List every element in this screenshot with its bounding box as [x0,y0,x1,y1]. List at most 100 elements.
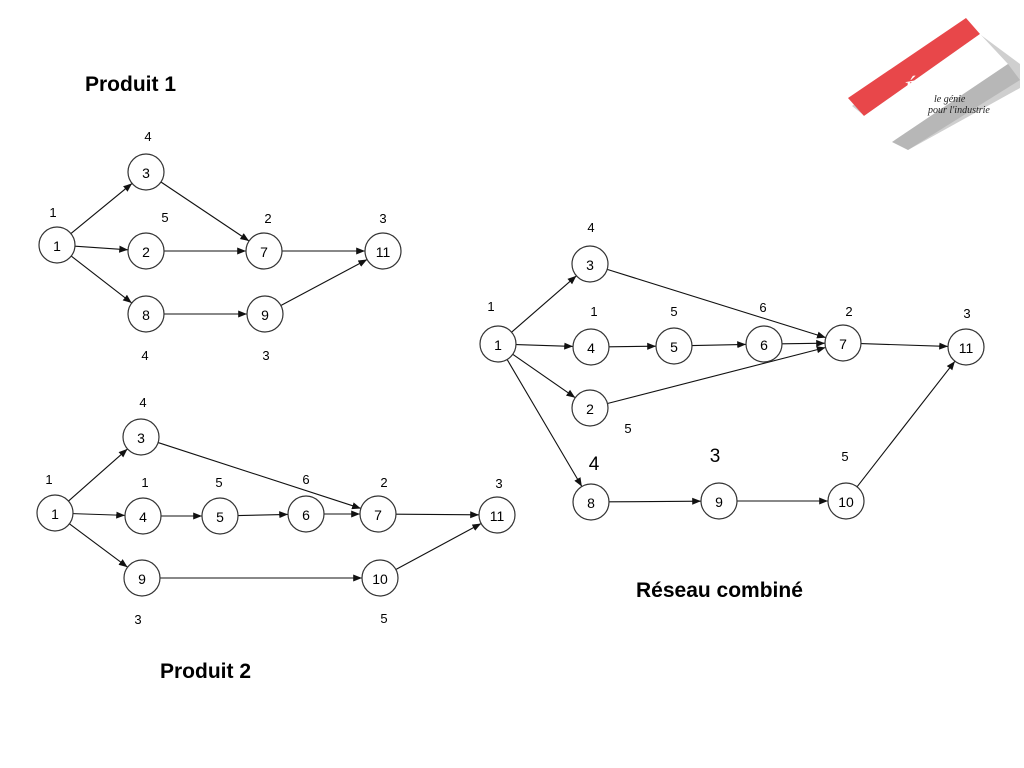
combined-edge-1-to-8 [506,359,583,487]
produit1-node-circle-3 [127,153,165,191]
combined-node-5: 5 [655,327,693,365]
produit2-node-label-7: 7 [374,507,382,523]
produit2-node-11: 11 [478,496,516,534]
produit1-node-circle-1 [38,226,76,264]
combined-network-title: Réseau combiné [636,579,803,602]
produit1-node-circle-9 [246,295,284,333]
combined-node-label-1: 1 [494,337,502,353]
combined-node-label-7: 7 [839,336,847,352]
produit2-node-circle-11 [478,496,516,534]
combined-duration-6: 6 [759,300,766,315]
combined-duration-2: 5 [624,421,631,436]
produit1-node-7: 7 [245,232,283,270]
produit2-node-label-3: 3 [137,430,145,446]
combined-duration-1: 1 [487,299,494,314]
produit2-node-label-9: 9 [138,571,146,587]
produit1-duration-8: 4 [141,348,148,363]
combined-node-circle-11 [947,328,985,366]
produit2-duration-11: 3 [495,476,502,491]
produit2-title: Produit 2 [160,660,252,683]
produit1-node-label-2: 2 [142,244,150,260]
produit2-duration-7: 2 [380,475,387,490]
produit1-node-label-1: 1 [53,238,61,254]
combined-node-label-2: 2 [586,401,594,417]
produit2-edge-1-to-3 [68,448,128,502]
produit1-duration-11: 3 [379,211,386,226]
produit2-node-9: 9 [123,559,161,597]
produit2-node-circle-10 [361,559,399,597]
produit2-node-1: 1 [36,494,74,532]
combined-edge-10-to-11 [856,360,956,488]
combined-edge-8-to-9 [608,497,702,505]
combined-node-circle-10 [827,482,865,520]
combined-edge-6-to-7 [781,339,826,347]
produit2-duration-10: 5 [380,611,387,626]
produit2-edge-1-to-9 [69,523,128,568]
combined-duration-8: 4 [589,454,600,475]
combined-edge-7-to-11 [860,342,949,350]
produit1-node-3: 3 [127,153,165,191]
combined-node-label-8: 8 [587,495,595,511]
produit2-edge-7-to-11 [395,511,480,519]
edges-layer [68,181,956,582]
produit2-node-7: 7 [359,495,397,533]
produit1-duration-2: 5 [161,210,168,225]
produit1-node-2: 2 [127,232,165,270]
combined-node-circle-2 [571,389,609,427]
combined-node-label-3: 3 [586,257,594,273]
produit2-node-circle-4 [124,497,162,535]
combined-duration-9: 3 [710,446,721,467]
combined-edge-1-to-3 [511,275,577,333]
produit1-edge-3-to-7 [160,181,250,242]
produit1-node-circle-2 [127,232,165,270]
produit2-duration-3: 4 [139,395,146,410]
combined-node-7: 7 [824,324,862,362]
combined-node-circle-3 [571,245,609,283]
combined-node-label-5: 5 [670,339,678,355]
combined-duration-3: 4 [587,220,594,235]
produit1-duration-9: 3 [262,348,269,363]
produit2-edge-3-to-7 [157,442,362,510]
combined-duration-11: 3 [963,306,970,321]
produit1-node-label-7: 7 [260,244,268,260]
produit1-node-circle-8 [127,295,165,333]
combined-node-circle-6 [745,325,783,363]
ets-logo-graphic: ÉTS le génie pour l'industrie [848,18,1020,150]
svg-text:le génie: le génie [934,94,966,105]
produit2-duration-1: 1 [45,472,52,487]
produit2-edge-1-to-4 [72,511,126,519]
produit2-duration-6: 6 [302,472,309,487]
combined-duration-7: 2 [845,304,852,319]
combined-node-11: 11 [947,328,985,366]
produit1-node-8: 8 [127,295,165,333]
produit2-node-circle-5 [201,497,239,535]
combined-node-label-11: 11 [959,340,974,356]
produit2-node-circle-1 [36,494,74,532]
produit2-node-circle-7 [359,495,397,533]
produit2-node-10: 10 [361,559,399,597]
combined-node-4: 4 [572,328,610,366]
produit2-node-label-6: 6 [302,507,310,523]
produit1-duration-1: 1 [49,205,56,220]
combined-node-1: 1 [479,325,517,363]
produit1-edge-1-to-8 [70,255,133,304]
produit2-node-label-1: 1 [51,506,59,522]
combined-node-2: 2 [571,389,609,427]
produit1-node-label-8: 8 [142,307,150,323]
produit2-node-3: 3 [122,418,160,456]
produit2-node-4: 4 [124,497,162,535]
produit1-node-circle-11 [364,232,402,270]
produit1-node-1: 1 [38,226,76,264]
combined-node-circle-1 [479,325,517,363]
produit1-node-label-11: 11 [376,244,391,260]
produit2-node-circle-3 [122,418,160,456]
combined-node-circle-4 [572,328,610,366]
produit2-node-label-11: 11 [490,508,505,524]
produit2-node-label-5: 5 [216,509,224,525]
combined-node-3: 3 [571,245,609,283]
produit2-node-label-4: 4 [139,509,147,525]
produit2-duration-9: 3 [134,612,141,627]
ets-logo: ÉTS le génie pour l'industrie [848,18,1020,152]
